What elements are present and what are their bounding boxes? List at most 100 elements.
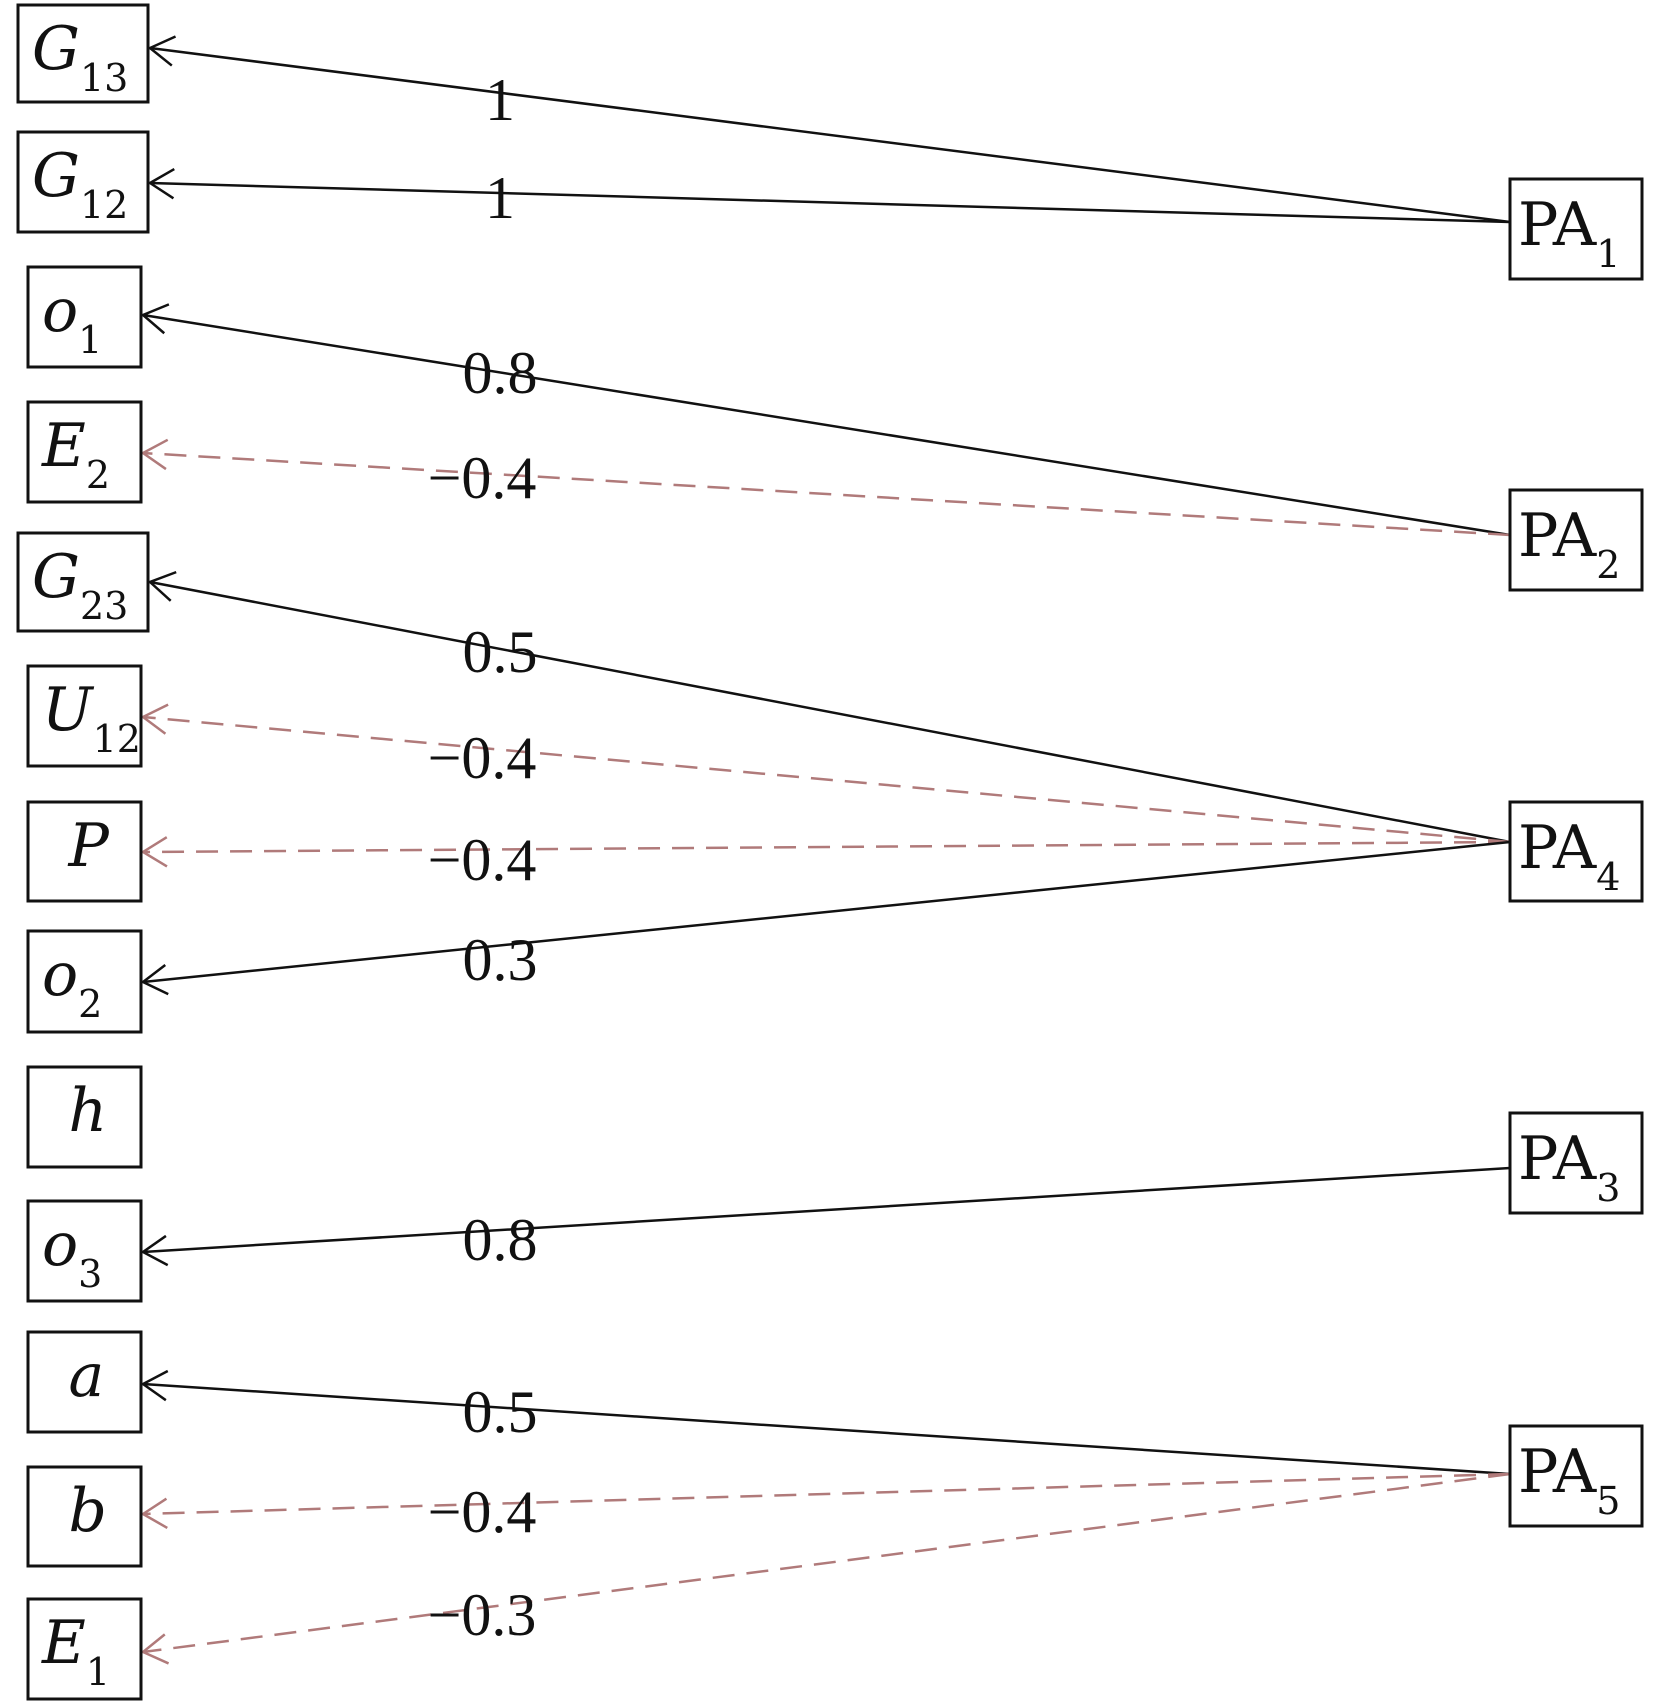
arrowhead-icon bbox=[140, 836, 168, 868]
edge-line bbox=[149, 580, 1511, 844]
edge-label: −0.4 bbox=[428, 725, 537, 791]
node-label: G12 bbox=[32, 141, 128, 227]
node-pa4: PA4 bbox=[1508, 800, 1644, 903]
edge-label: 0.5 bbox=[463, 619, 538, 685]
node-label: o2 bbox=[42, 940, 102, 1026]
node-label: U12 bbox=[42, 675, 141, 761]
arrowhead-icon bbox=[140, 964, 169, 996]
arrowhead-icon bbox=[140, 1369, 169, 1402]
node-box bbox=[16, 531, 150, 633]
node-label: a bbox=[69, 1341, 105, 1411]
edge-pa5-to-b bbox=[140, 1472, 1511, 1530]
edge-line bbox=[142, 1472, 1511, 1654]
arrowhead-icon bbox=[140, 1234, 169, 1267]
edges-layer bbox=[140, 35, 1511, 1665]
edge-line bbox=[142, 840, 1511, 854]
node-g23: G23 bbox=[16, 531, 150, 633]
node-box bbox=[26, 1597, 143, 1701]
edge-label: 0.5 bbox=[463, 1379, 538, 1445]
node-label: PA4 bbox=[1518, 813, 1620, 899]
node-label: o1 bbox=[42, 276, 102, 362]
node-label: G23 bbox=[32, 542, 128, 628]
edge-label: 1 bbox=[485, 165, 515, 231]
edge-label: −0.4 bbox=[428, 1479, 537, 1545]
edge-line bbox=[142, 1166, 1511, 1254]
edge-pa4-to-u12 bbox=[140, 703, 1511, 844]
edge-labels-layer: 110.8−0.40.5−0.4−0.40.30.80.5−0.4−0.3 bbox=[428, 67, 538, 1648]
node-box bbox=[16, 130, 150, 234]
node-label: E2 bbox=[41, 411, 110, 497]
node-pa5: PA5 bbox=[1508, 1424, 1644, 1528]
arrowhead-icon bbox=[147, 35, 177, 67]
edge-line bbox=[149, 46, 1511, 224]
node-u12: U12 bbox=[26, 664, 143, 768]
node-box bbox=[26, 664, 143, 768]
node-g13: G13 bbox=[16, 3, 150, 104]
edge-label: 0.3 bbox=[463, 927, 538, 993]
edge-line bbox=[142, 1382, 1511, 1476]
edge-label: 0.8 bbox=[463, 340, 538, 406]
arrowhead-icon bbox=[140, 303, 170, 335]
node-h: h bbox=[26, 1065, 143, 1169]
edge-pa4-to-p bbox=[140, 836, 1511, 868]
node-label: b bbox=[69, 1476, 107, 1546]
edge-label: 0.8 bbox=[463, 1207, 538, 1273]
node-box bbox=[26, 1465, 143, 1568]
edge-pa3-to-o3 bbox=[140, 1166, 1511, 1267]
edge-pa5-to-e1 bbox=[140, 1472, 1511, 1665]
edge-line bbox=[142, 313, 1511, 537]
edge-line bbox=[142, 1472, 1511, 1516]
arrowhead-icon bbox=[147, 167, 175, 200]
edge-pa2-to-o1 bbox=[140, 303, 1511, 537]
edge-pa4-to-o2 bbox=[140, 840, 1511, 996]
edge-label: −0.3 bbox=[428, 1582, 537, 1648]
node-box bbox=[26, 265, 143, 369]
node-box bbox=[16, 3, 150, 104]
node-label: o3 bbox=[42, 1210, 102, 1296]
node-box bbox=[26, 1065, 143, 1169]
node-e1: E1 bbox=[26, 1597, 143, 1701]
edge-label: 1 bbox=[485, 67, 515, 133]
arrowhead-icon bbox=[140, 1497, 168, 1530]
edge-pa1-to-g13 bbox=[147, 35, 1511, 224]
node-label: PA1 bbox=[1518, 190, 1620, 276]
node-o3: o3 bbox=[26, 1199, 143, 1303]
edge-pa1-to-g12 bbox=[147, 167, 1511, 224]
arrowhead-icon bbox=[147, 570, 177, 602]
node-label: PA2 bbox=[1518, 501, 1620, 587]
node-box bbox=[1508, 800, 1644, 903]
node-box bbox=[26, 1330, 143, 1434]
node-box bbox=[1508, 1424, 1644, 1528]
edge-line bbox=[142, 840, 1511, 984]
node-label: h bbox=[69, 1076, 108, 1146]
node-b: b bbox=[26, 1465, 143, 1568]
edge-pa5-to-a bbox=[140, 1369, 1511, 1476]
node-label: E1 bbox=[41, 1608, 110, 1694]
node-label: PA3 bbox=[1518, 1124, 1620, 1210]
edge-label: −0.4 bbox=[428, 827, 537, 893]
arrowhead-icon bbox=[140, 703, 169, 735]
node-a: a bbox=[26, 1330, 143, 1434]
edge-line bbox=[142, 451, 1511, 537]
edge-line bbox=[142, 715, 1511, 844]
arrowhead-icon bbox=[140, 1633, 170, 1665]
node-o2: o2 bbox=[26, 929, 143, 1034]
node-label: PA5 bbox=[1518, 1437, 1620, 1523]
node-label: P bbox=[68, 811, 111, 881]
node-p: P bbox=[26, 800, 143, 903]
arrowhead-icon bbox=[140, 438, 169, 471]
node-label: G13 bbox=[32, 14, 128, 100]
node-o1: o1 bbox=[26, 265, 143, 369]
node-box bbox=[26, 400, 143, 504]
edge-line bbox=[149, 181, 1511, 224]
node-box bbox=[1508, 488, 1644, 592]
node-box bbox=[26, 800, 143, 903]
edge-pa2-to-e2 bbox=[140, 438, 1511, 537]
node-pa1: PA1 bbox=[1508, 177, 1644, 281]
node-e2: E2 bbox=[26, 400, 143, 504]
node-pa3: PA3 bbox=[1508, 1111, 1644, 1215]
node-box bbox=[26, 1199, 143, 1303]
node-box bbox=[26, 929, 143, 1034]
